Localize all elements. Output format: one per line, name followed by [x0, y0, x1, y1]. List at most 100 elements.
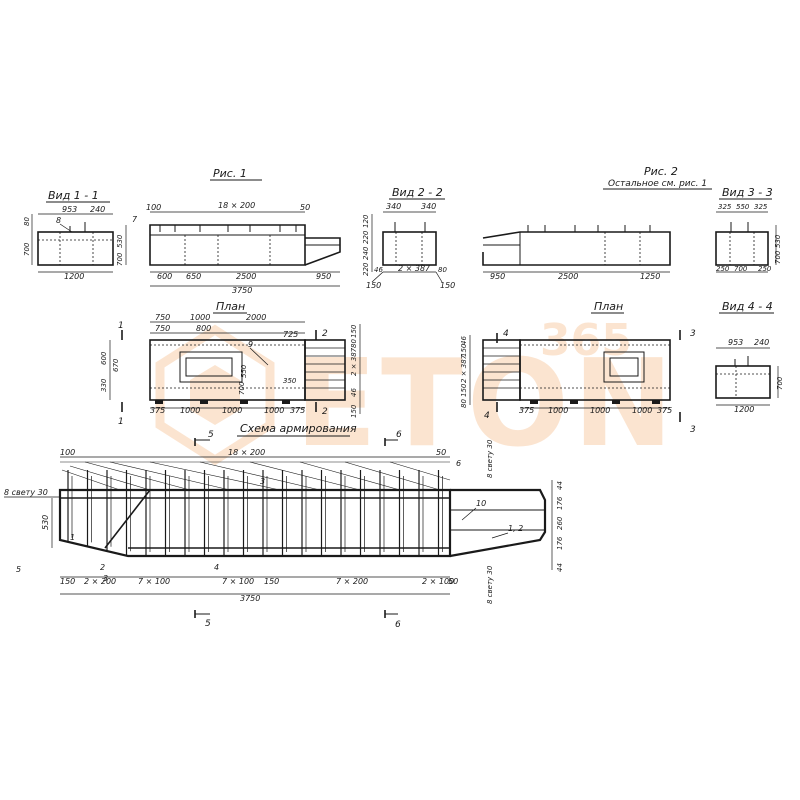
svg-text:700: 700: [734, 265, 748, 273]
svg-text:2500: 2500: [558, 272, 578, 281]
svg-text:4: 4: [503, 329, 509, 339]
view-2-2: Вид 2 - 2 340 340 120 220 240 220 46 2 ×…: [362, 186, 455, 290]
svg-text:340: 340: [421, 202, 436, 211]
svg-text:670: 670: [112, 358, 120, 372]
svg-text:7: 7: [132, 215, 138, 224]
svg-text:3750: 3750: [240, 594, 260, 603]
svg-text:100: 100: [146, 203, 161, 212]
svg-text:10: 10: [476, 499, 486, 508]
svg-text:150: 150: [440, 281, 455, 290]
svg-text:3: 3: [690, 329, 696, 339]
svg-text:375: 375: [657, 406, 672, 415]
svg-text:1000: 1000: [548, 406, 568, 415]
svg-text:1200: 1200: [734, 405, 754, 414]
svg-text:1: 1: [118, 417, 124, 427]
svg-text:240: 240: [362, 246, 370, 260]
svg-text:1000: 1000: [590, 406, 610, 415]
svg-text:2: 2: [322, 329, 328, 339]
view22-title: Вид 2 - 2: [392, 186, 443, 199]
svg-text:650: 650: [186, 272, 201, 281]
svg-text:1, 2: 1, 2: [508, 524, 523, 533]
svg-text:120: 120: [362, 214, 370, 228]
reinforcement-title: Схема армирования: [240, 422, 357, 435]
svg-text:1: 1: [118, 321, 124, 331]
svg-text:375: 375: [150, 406, 165, 415]
svg-text:3750: 3750: [232, 286, 252, 295]
svg-text:1000: 1000: [632, 406, 652, 415]
svg-text:9: 9: [248, 340, 253, 349]
svg-text:600: 600: [157, 272, 172, 281]
svg-text:80: 80: [438, 266, 447, 274]
svg-text:5: 5: [208, 430, 214, 440]
svg-text:530: 530: [774, 234, 782, 248]
fig1-plan: План 750 1000 2000 750 800 725 9 600 670…: [100, 300, 361, 427]
svg-text:44: 44: [556, 481, 564, 490]
svg-text:100: 100: [60, 448, 75, 457]
svg-text:150: 150: [350, 324, 358, 338]
svg-text:950: 950: [316, 272, 331, 281]
svg-text:80: 80: [350, 339, 358, 348]
view-3-3: Вид 3 - 3 325 550 325 530 700 250 700 25…: [715, 186, 782, 273]
fig1-title: Рис. 1: [213, 167, 247, 180]
svg-text:220: 220: [362, 230, 370, 244]
svg-text:150: 150: [366, 281, 381, 290]
svg-text:6: 6: [456, 459, 461, 468]
svg-text:220: 220: [362, 262, 370, 276]
svg-text:240: 240: [90, 205, 105, 214]
svg-text:3: 3: [690, 425, 696, 435]
reinforcement-scheme: Схема армирования 5 6 100 18 × 200 50: [4, 422, 564, 630]
svg-text:46: 46: [374, 266, 383, 274]
svg-text:750: 750: [155, 313, 170, 322]
svg-text:3: 3: [260, 477, 265, 486]
view11-title: Вид 1 - 1: [48, 189, 99, 202]
svg-text:800: 800: [196, 324, 211, 333]
fig2-plan-title: План: [594, 300, 623, 313]
svg-text:2 × 100: 2 × 100: [422, 577, 454, 586]
svg-text:375: 375: [290, 406, 305, 415]
fig1-elevation: 100 18 × 200 50 7 530 700 600 650 2500 9…: [116, 201, 341, 295]
svg-text:550: 550: [240, 364, 248, 378]
svg-text:46: 46: [460, 336, 468, 345]
svg-text:600: 600: [100, 351, 108, 365]
svg-text:725: 725: [283, 330, 298, 339]
svg-text:325: 325: [754, 203, 768, 211]
svg-text:250: 250: [758, 265, 772, 273]
svg-text:7 × 200: 7 × 200: [336, 577, 368, 586]
svg-text:350: 350: [283, 377, 297, 385]
svg-text:80: 80: [460, 399, 468, 408]
svg-text:2 × 387: 2 × 387: [460, 354, 468, 383]
svg-text:2 × 387: 2 × 387: [398, 264, 431, 273]
svg-text:260: 260: [556, 516, 564, 530]
svg-text:5: 5: [16, 565, 21, 574]
svg-text:1: 1: [70, 533, 75, 542]
svg-text:700: 700: [23, 242, 31, 256]
svg-text:3: 3: [103, 574, 108, 583]
svg-text:50: 50: [300, 203, 310, 212]
svg-text:150: 150: [350, 404, 358, 418]
svg-text:50: 50: [436, 448, 446, 457]
svg-text:150: 150: [460, 383, 468, 397]
svg-text:44: 44: [556, 563, 564, 572]
svg-text:2: 2: [322, 407, 328, 417]
svg-text:50: 50: [448, 577, 458, 586]
svg-text:2 × 200: 2 × 200: [84, 577, 116, 586]
svg-text:530: 530: [41, 515, 50, 530]
svg-text:325: 325: [718, 203, 732, 211]
svg-text:150: 150: [60, 577, 75, 586]
svg-text:4: 4: [484, 411, 490, 421]
svg-text:6: 6: [396, 430, 402, 440]
svg-text:1000: 1000: [190, 313, 210, 322]
fig2-elevation: 950 2500 1250: [482, 225, 671, 281]
svg-text:700: 700: [774, 250, 782, 264]
svg-text:700: 700: [776, 376, 784, 390]
svg-text:7 × 100: 7 × 100: [222, 577, 254, 586]
svg-text:1000: 1000: [180, 406, 200, 415]
svg-text:250: 250: [716, 265, 730, 273]
svg-text:700: 700: [238, 381, 246, 395]
svg-text:8 свету 30: 8 свету 30: [4, 488, 48, 497]
svg-text:700: 700: [116, 252, 124, 266]
svg-text:8 свету 30: 8 свету 30: [486, 439, 494, 478]
svg-text:240: 240: [754, 338, 769, 347]
svg-text:1000: 1000: [264, 406, 284, 415]
